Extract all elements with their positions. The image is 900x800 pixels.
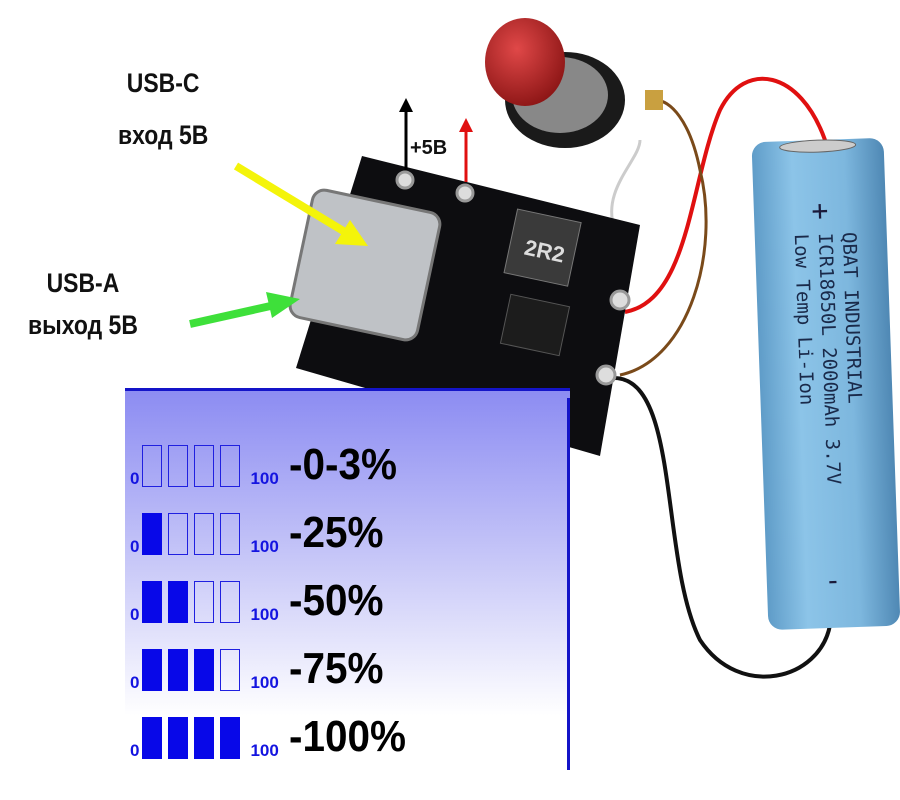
indicator-row: 0 100 -25% <box>130 505 392 555</box>
battery-18650: + - QBAT INDUSTRIAL ICR18650L 2000mAh 3.… <box>751 138 900 630</box>
led-off <box>194 445 215 487</box>
battery-minus: - <box>824 564 842 598</box>
usb-a-title: USB-A <box>46 268 120 298</box>
green-arrow-usb-a <box>189 292 300 328</box>
red-arrow-up <box>459 118 473 182</box>
led-lit <box>220 717 241 759</box>
charger-board: 2R2 <box>288 156 640 456</box>
led-lit <box>168 717 189 759</box>
led-lit <box>194 717 215 759</box>
usb-a-label: USB-A выход 5В <box>28 268 138 340</box>
ic-chip <box>499 293 571 357</box>
usb-c-subtitle: вход 5В <box>118 120 209 150</box>
scale-max: 100 <box>250 537 279 556</box>
led-off <box>142 445 163 487</box>
black-wire <box>614 376 832 679</box>
scale-min: 0 <box>130 469 140 488</box>
charge-level-label: -50% <box>288 576 384 625</box>
scale-min: 0 <box>130 537 140 556</box>
usb-c-label: USB-C вход 5В <box>118 68 208 150</box>
scale-max: 100 <box>250 605 279 624</box>
scale-max: 100 <box>250 469 279 488</box>
led-off <box>194 581 215 623</box>
led-lit <box>168 649 189 691</box>
led-off <box>194 513 215 555</box>
led-off <box>220 581 241 623</box>
scale-min: 0 <box>130 605 140 624</box>
led-off <box>168 445 189 487</box>
scale-min: 0 <box>130 673 140 692</box>
charge-level-label: -0-3% <box>288 440 397 489</box>
indicator-row: 0 100 -75% <box>130 641 392 691</box>
indicator-row: 0 100 -0-3% <box>130 437 406 487</box>
led-lit <box>142 649 163 691</box>
indicator-row: 0 100 -50% <box>130 573 392 623</box>
indicator-row: 0 100 -100% <box>130 709 416 759</box>
led-lit <box>194 649 215 691</box>
charge-level-label: -25% <box>288 508 384 557</box>
led-lit <box>168 581 189 623</box>
grey-wire <box>610 139 642 231</box>
led-lit <box>142 513 163 555</box>
usb-c-port <box>288 188 442 342</box>
scale-max: 100 <box>250 673 279 692</box>
charge-level-label: -100% <box>288 712 406 761</box>
battery-plus: + <box>811 194 829 228</box>
usb-c-title: USB-C <box>126 68 200 98</box>
led-off <box>220 649 241 691</box>
usb-a-subtitle: выход 5В <box>28 310 138 340</box>
led-lit <box>142 717 163 759</box>
push-button <box>485 18 663 148</box>
charge-level-label: -75% <box>288 644 384 693</box>
led-off <box>168 513 189 555</box>
scale-max: 100 <box>250 741 279 760</box>
led-off <box>220 445 241 487</box>
scale-min: 0 <box>130 741 140 760</box>
charge-indicator-legend <box>125 388 570 773</box>
plus-5v-label: +5В <box>410 137 447 159</box>
brown-wire <box>619 98 708 377</box>
yellow-arrow-usb-c <box>233 162 368 246</box>
inductor <box>503 208 582 287</box>
led-off <box>220 513 241 555</box>
black-arrow-up <box>399 98 413 170</box>
led-lit <box>142 581 163 623</box>
legend-divider <box>567 398 570 770</box>
red-wire <box>624 76 827 314</box>
